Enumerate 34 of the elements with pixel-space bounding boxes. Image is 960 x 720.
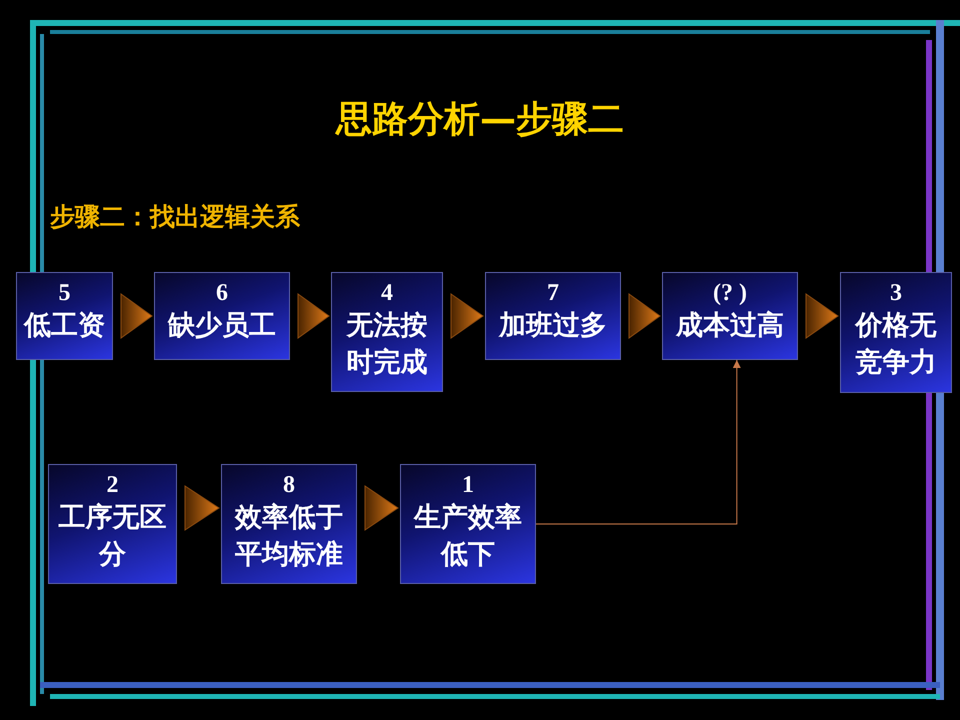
- chevron-arrow: [450, 293, 484, 339]
- step-label: 低工资: [22, 309, 106, 343]
- step-number: 8: [282, 471, 296, 499]
- step-label: 无法按时完成: [345, 309, 428, 380]
- step-label: 成本过高: [674, 309, 785, 343]
- step-label: 价格无竞争力: [854, 309, 938, 380]
- chevron-arrow: [628, 293, 661, 339]
- step-label: 缺少员工: [166, 309, 277, 343]
- step-number: 1: [461, 471, 475, 499]
- subtitle: 步骤二：找出逻辑关系: [50, 201, 300, 233]
- step-box: [840, 272, 952, 393]
- step-box: [400, 464, 536, 584]
- step-number: 7: [546, 279, 560, 307]
- step-box: [48, 464, 177, 584]
- step-number: 2: [106, 471, 120, 499]
- step-number: 6: [215, 279, 229, 307]
- title: 思路分析—步骤二: [334, 98, 625, 142]
- chevron-arrow: [298, 293, 330, 339]
- step-label: 加班过多: [498, 309, 608, 343]
- chevron-arrow: [184, 485, 220, 531]
- step-number: 3: [889, 279, 903, 307]
- step-box: [16, 272, 113, 360]
- step-box: [221, 464, 357, 584]
- step-number: 5: [58, 279, 72, 307]
- step-number: (? ): [712, 279, 748, 307]
- chevron-arrow: [120, 293, 153, 339]
- chevron-arrow: [364, 485, 399, 531]
- connector-arrow: [536, 360, 741, 524]
- step-label: 生产效率低下: [412, 501, 523, 572]
- chevron-arrow: [806, 293, 839, 339]
- step-label: 工序无区分: [58, 501, 168, 572]
- step-label: 效率低于平均标准: [234, 501, 344, 572]
- step-box: [331, 272, 443, 392]
- step-number: 4: [380, 279, 394, 307]
